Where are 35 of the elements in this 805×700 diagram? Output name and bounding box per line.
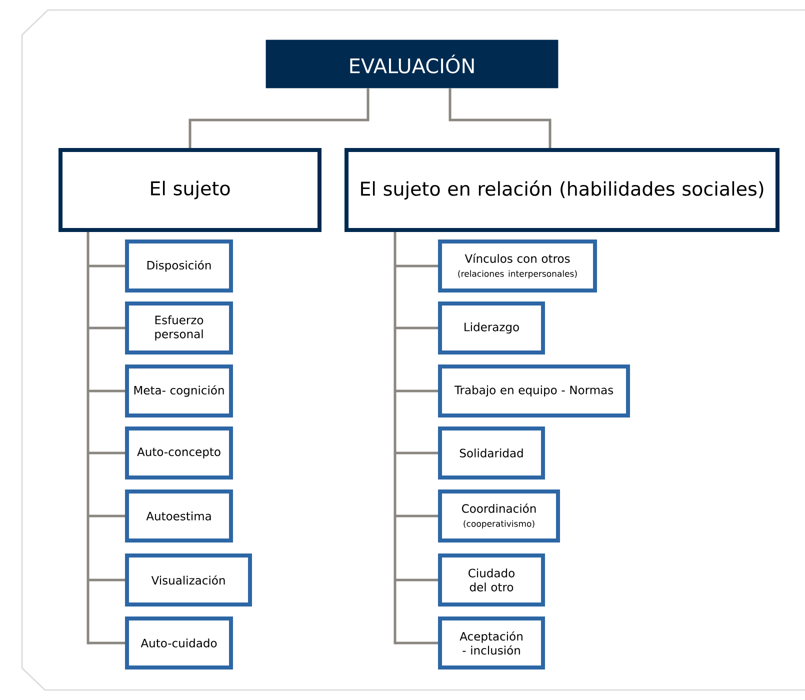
connector-line xyxy=(88,514,125,518)
item-box: Visualización xyxy=(125,554,252,606)
category-box: El sujeto en relación (habilidades sociales) xyxy=(344,148,780,232)
connector-line xyxy=(88,578,125,582)
item-box: Ciudado del otro xyxy=(438,554,545,606)
connector-line xyxy=(395,326,438,330)
connector-line xyxy=(448,88,552,148)
item-box: Coordinación (cooperativismo) xyxy=(438,490,560,542)
connector-line xyxy=(88,452,125,454)
connector-line xyxy=(394,232,396,644)
connector-line xyxy=(88,326,125,330)
item-box: Aceptación - inclusión xyxy=(438,616,545,670)
connector-line xyxy=(88,642,125,644)
item-box: Meta- cognición xyxy=(125,364,233,418)
item-box: Auto-cuidado xyxy=(125,616,233,670)
connector-line xyxy=(395,264,438,268)
connector-line xyxy=(88,390,125,392)
item-box: Solidaridad xyxy=(438,426,545,480)
connector-line xyxy=(395,642,438,644)
category-box: El sujeto xyxy=(58,148,322,232)
item-box: Vínculos con otros (relaciones interpersonales) xyxy=(438,240,597,292)
connector-line xyxy=(88,264,125,268)
connector-line xyxy=(395,514,438,518)
item-box: Disposición xyxy=(125,240,233,292)
item-box: Trabajo en equipo - Normas xyxy=(438,364,630,418)
item-box: Autoestima xyxy=(125,490,233,542)
connector-line xyxy=(86,232,90,644)
connector-line xyxy=(395,390,438,392)
title-box: EVALUACIÓN xyxy=(266,40,558,88)
connector-line xyxy=(188,88,370,148)
item-box: Esfuerzo personal xyxy=(125,302,233,354)
item-box: Auto-concepto xyxy=(125,426,233,480)
connector-line xyxy=(395,452,438,454)
item-box: Liderazgo xyxy=(438,302,545,354)
connector-line xyxy=(395,578,438,582)
